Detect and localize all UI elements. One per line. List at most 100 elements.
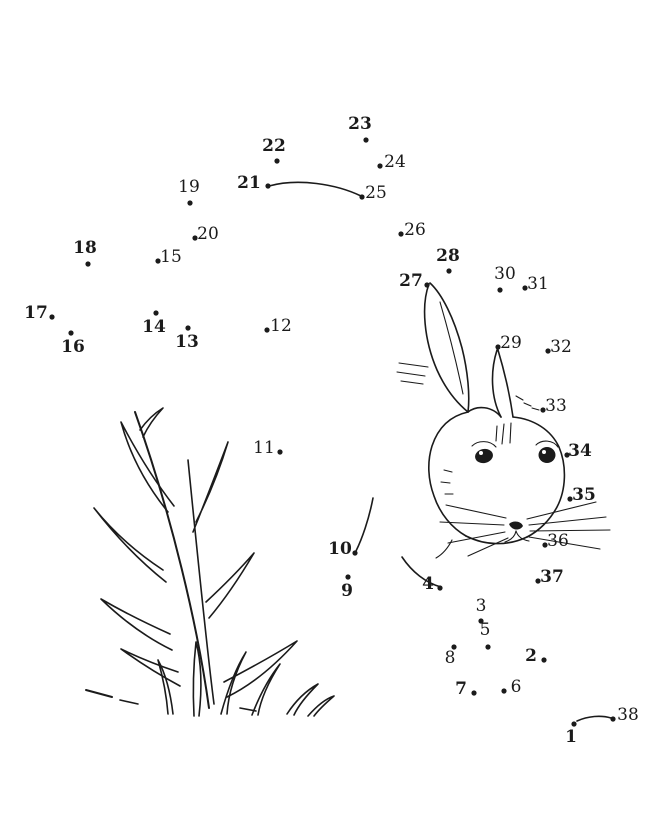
dot-label-35: 35 [572,485,596,505]
dot-label-7: 7 [455,679,467,699]
ground-stroke-3 [239,707,257,712]
dot-37[interactable] [535,578,541,584]
grass-leaf-right [205,552,255,619]
segment-chest-near-4 [401,556,442,588]
dot-31[interactable] [522,285,528,291]
dot-34[interactable] [564,452,570,458]
grass-blade-4 [157,659,174,715]
grass-drawing [85,407,335,717]
dot-29[interactable] [495,344,501,350]
dot-22[interactable] [274,158,280,164]
dot-label-19: 19 [178,177,200,197]
dot-18[interactable] [85,261,91,267]
rabbit-left-brow [471,441,497,448]
hatch-mark-1 [398,362,429,368]
rabbit-head-top [467,406,502,418]
dot-14[interactable] [153,310,159,316]
dot-9[interactable] [345,574,351,580]
dot-25[interactable] [359,194,365,200]
dot-33[interactable] [540,407,546,413]
dot-label-6: 6 [511,677,522,697]
grass-leaf-upper-left [120,421,175,513]
dot-10[interactable] [352,550,358,556]
grass-leaf-top [139,407,164,438]
dot-label-29: 29 [500,333,522,353]
cheek-fur-2 [440,481,451,484]
dot-19[interactable] [187,200,193,206]
ground-stroke-2 [119,699,139,705]
dot-2[interactable] [541,657,547,663]
dot-label-26: 26 [404,220,426,240]
grass-blade-2 [220,651,247,715]
grass-leaf-lower-right [223,640,298,698]
hatch-mark-3 [400,380,424,385]
dot-6[interactable] [501,688,507,694]
dot-32[interactable] [545,348,551,354]
dot-label-22: 22 [262,136,286,156]
whisker-right-2 [528,516,607,526]
dot-label-4: 4 [422,574,434,594]
rabbit-left-ear-inner [429,282,470,413]
dot-label-3: 3 [476,596,487,616]
fur-dash-2 [523,402,532,407]
dot-3[interactable] [478,618,484,624]
dot-17[interactable] [49,314,55,320]
dot-label-14: 14 [142,317,166,337]
cheek-fur-1 [443,469,453,473]
dot-label-31: 31 [527,274,549,294]
dot-27[interactable] [424,282,430,288]
whisker-left-1 [445,504,507,519]
dot-28[interactable] [446,268,452,274]
dot-30[interactable] [497,287,503,293]
dot-13[interactable] [185,325,191,331]
dot-12[interactable] [264,327,270,333]
rabbit-drawing [396,282,611,559]
segment-1-to-38 [576,715,612,722]
dot-label-25: 25 [365,183,387,203]
dot-4[interactable] [437,585,443,591]
neck-stroke [435,539,453,559]
dot-label-17: 17 [24,303,48,323]
dot-label-5: 5 [480,620,491,640]
whisker-left-2 [439,521,505,526]
dot-label-36: 36 [547,531,569,551]
forehead-fur-2 [509,422,512,444]
dot-16[interactable] [68,330,74,336]
segment-above-10 [355,497,374,552]
rabbit-left-ear-midline [439,301,464,395]
rabbit-head-left [428,411,469,537]
dot-label-18: 18 [73,238,97,258]
dot-38[interactable] [610,716,616,722]
dot-15[interactable] [155,258,161,264]
dot-label-27: 27 [399,271,423,291]
rabbit-right-brow [535,440,559,448]
dot-label-33: 33 [545,396,567,416]
dot-26[interactable] [398,231,404,237]
dot-35[interactable] [567,496,573,502]
dot-label-34: 34 [568,441,592,461]
dot-21[interactable] [265,183,271,189]
dot-label-16: 16 [61,337,85,357]
rabbit-right-eye-glint [542,450,546,454]
dot-11[interactable] [277,449,283,455]
dot-23[interactable] [363,137,369,143]
dot-36[interactable] [542,542,548,548]
dot-label-11: 11 [253,438,275,458]
segment-21-to-25 [268,181,362,197]
dot-label-1: 1 [565,727,577,747]
dot-8[interactable] [451,644,457,650]
rabbit-right-ear-right-edge [497,349,514,418]
dot-label-10: 10 [328,539,352,559]
rabbit-head-right [512,416,566,538]
dot-24[interactable] [377,163,383,169]
dot-5[interactable] [485,644,491,650]
dot-label-24: 24 [384,152,406,172]
grass-blade-6 [307,695,335,717]
grass-main-stalk [134,411,210,709]
dot-7[interactable] [471,690,477,696]
dot-label-37: 37 [540,567,564,587]
dot-20[interactable] [192,235,198,241]
fur-dash-1 [515,395,524,401]
dot-1[interactable] [571,721,577,727]
